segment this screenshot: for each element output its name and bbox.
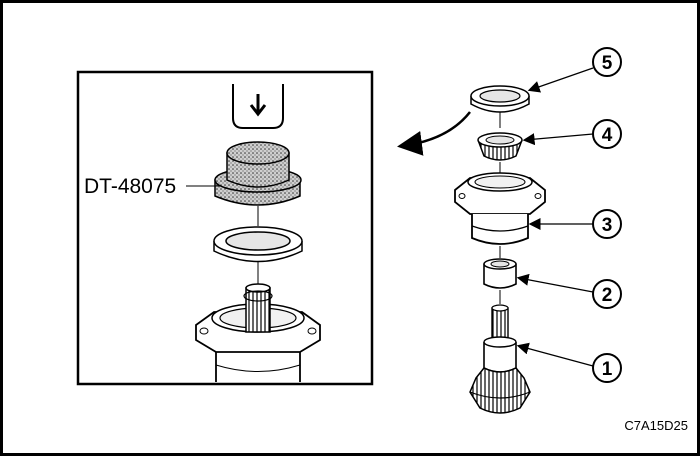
callout-1: 1 xyxy=(516,342,622,383)
detail-reference-arrow xyxy=(397,111,471,156)
svg-text:5: 5 xyxy=(602,53,613,74)
detail-inset: DT-48075 xyxy=(76,70,374,386)
svg-text:2: 2 xyxy=(602,285,613,306)
inset-housing xyxy=(195,283,321,382)
press-direction-arrow-icon xyxy=(249,94,267,117)
svg-text:4: 4 xyxy=(602,125,613,146)
callout-2: 2 xyxy=(516,273,622,309)
tool-label: DT-48075 xyxy=(84,175,176,198)
callout-3: 3 xyxy=(528,209,622,239)
part-5-seal xyxy=(470,85,530,113)
callout-5: 5 xyxy=(527,47,622,93)
part-2-sleeve xyxy=(483,258,517,289)
part-1-pinion-shaft xyxy=(469,304,531,414)
part-4-bearing xyxy=(477,132,523,161)
press-ram xyxy=(232,84,284,129)
inset-seal xyxy=(213,226,303,263)
svg-text:3: 3 xyxy=(602,215,613,236)
exploded-parts-stack xyxy=(454,85,546,414)
part-3-housing xyxy=(454,172,546,245)
figure-code: C7A15D25 xyxy=(624,418,688,433)
svg-text:1: 1 xyxy=(602,359,613,380)
callout-4: 4 xyxy=(522,119,622,149)
installer-tool xyxy=(214,141,302,206)
